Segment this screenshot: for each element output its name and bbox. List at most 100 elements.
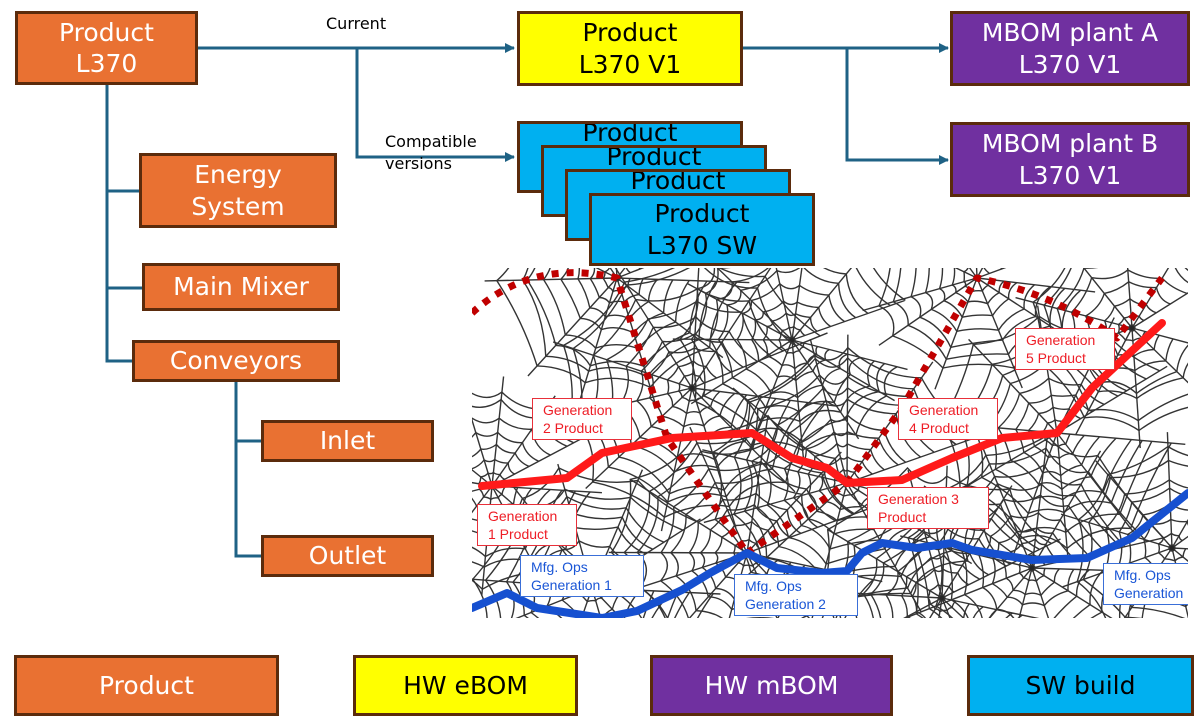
web-spoke (689, 426, 748, 554)
label-mfg-ops-generation-3: Mfg. Ops Generation (1103, 563, 1188, 605)
web-ring (978, 511, 1090, 618)
node-label: System (191, 191, 285, 221)
web-spoke (690, 339, 793, 405)
web-ring (912, 447, 1150, 618)
tag-line: Generation 2 (745, 596, 826, 612)
web-spoke (746, 552, 883, 583)
node-label: Inlet (319, 426, 376, 456)
web-ring (991, 527, 1075, 607)
web-ring (733, 356, 970, 608)
tag-line: Generation (543, 402, 613, 418)
connector-tree-trunk (105, 84, 133, 363)
web-spoke (941, 597, 965, 618)
web-spoke (1056, 432, 1069, 562)
label-generation-5-product: Generation 5 Product (1015, 328, 1115, 370)
web-spoke (585, 387, 693, 489)
legend-sw-build: SW build (967, 655, 1194, 716)
web-spoke (1082, 268, 1133, 329)
root-product-node[interactable]: Product L370 (15, 11, 198, 85)
web-spoke (954, 268, 978, 279)
node-label: Product (582, 18, 678, 48)
web-spoke (1171, 535, 1188, 549)
legend-label: SW build (1025, 670, 1136, 700)
web-spoke (595, 268, 618, 279)
web-ring (951, 268, 1005, 305)
web-spoke (608, 551, 748, 554)
node-label: MBOM plant B (981, 129, 1159, 159)
tag-line: Mfg. Ops (1114, 567, 1171, 583)
web-spoke (660, 387, 693, 532)
web-ring (677, 372, 706, 403)
node-label: L370 V1 (1018, 49, 1122, 79)
node-mbom-plant-b[interactable]: MBOM plant B L370 V1 (950, 122, 1190, 197)
node-current-version[interactable]: Product L370 V1 (517, 11, 743, 86)
tag-line: 4 Product (909, 420, 969, 436)
web-spoke (1056, 432, 1186, 445)
node-conveyors[interactable]: Conveyors (132, 340, 340, 382)
web-spoke (1171, 547, 1188, 562)
node-inlet[interactable]: Inlet (261, 420, 434, 462)
web-ring (910, 268, 1051, 349)
web-hub (1028, 564, 1036, 572)
web-spoke (809, 338, 848, 484)
web-spoke (691, 387, 737, 528)
product-evolution-line (478, 319, 1166, 490)
node-label: MBOM plant A (981, 18, 1159, 48)
web-ring (818, 455, 873, 511)
label-generation-3-product: Generation 3 Product (867, 487, 989, 529)
node-energy-system[interactable]: Energy System (139, 153, 337, 228)
node-compatible-version-sw[interactable]: Product L370 SW (589, 193, 815, 266)
web-ring (907, 434, 1164, 618)
web-spoke (846, 334, 849, 484)
root-line2: L370 (75, 49, 138, 78)
web-spoke (878, 277, 978, 346)
web-spoke (472, 481, 493, 487)
web-spoke (491, 376, 505, 487)
legend-label: Product (99, 670, 194, 700)
node-label: Product (630, 169, 726, 195)
web-spoke (791, 268, 803, 341)
web-spoke (988, 567, 1033, 618)
spider-web-illustration: Generation 2 Product Generation 1 Produc… (472, 268, 1188, 618)
tag-line: 5 Product (1026, 350, 1086, 366)
label-mfg-ops-generation-1: Mfg. Ops Generation 1 (520, 555, 644, 597)
web-ring (528, 526, 655, 618)
web-ring (997, 377, 1117, 491)
web-ring (669, 473, 819, 618)
tag-line: 1 Product (488, 526, 548, 542)
node-label: Product (582, 121, 678, 147)
web-spoke (552, 341, 693, 389)
web-spoke (846, 432, 988, 484)
legend-hw-ebom: HW eBOM (353, 655, 578, 716)
web-spoke (577, 277, 618, 405)
web-ring (935, 464, 1133, 618)
web-spoke (905, 567, 1033, 618)
tag-line: 2 Product (543, 420, 603, 436)
node-label: Conveyors (169, 346, 303, 376)
web-spoke (1031, 433, 1049, 569)
web-ring (1014, 394, 1101, 477)
web-spoke (688, 552, 748, 618)
web-ring (472, 417, 563, 558)
tag-line: Mfg. Ops (745, 578, 802, 594)
tag-line: Generation (909, 402, 979, 418)
web-spoke (1056, 365, 1168, 434)
web-spoke (672, 338, 793, 341)
web-hub (1128, 324, 1136, 332)
tag-line: Generation 3 (878, 491, 959, 507)
node-outlet[interactable]: Outlet (261, 535, 434, 577)
node-main-mixer[interactable]: Main Mixer (142, 263, 340, 311)
legend-product: Product (14, 655, 279, 716)
web-ring (911, 568, 970, 618)
web-spoke (616, 268, 645, 279)
node-mbom-plant-a[interactable]: MBOM plant A L370 V1 (950, 11, 1190, 86)
label-line: Compatible (385, 132, 477, 151)
web-hub (938, 594, 946, 602)
web-spoke (929, 597, 943, 618)
web-spoke (775, 268, 793, 341)
web-spoke (484, 277, 618, 282)
web-ring (1157, 532, 1187, 562)
web-ring (678, 268, 906, 452)
web-spoke (472, 485, 493, 492)
